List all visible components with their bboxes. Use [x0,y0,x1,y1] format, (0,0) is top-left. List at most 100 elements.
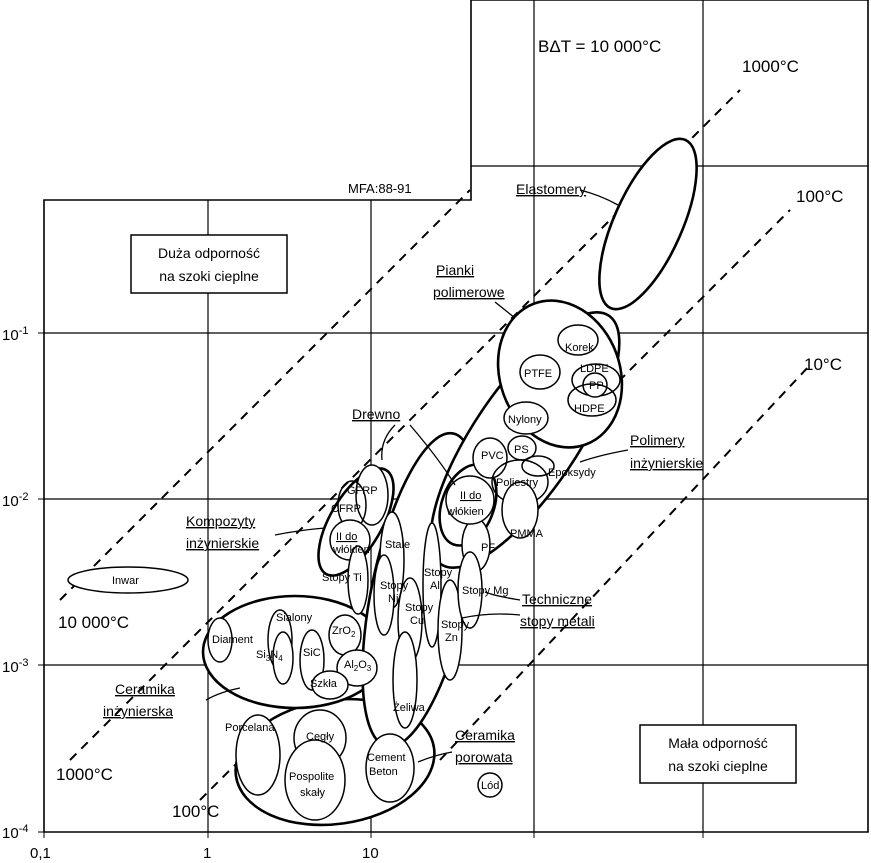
label-cfrp: CFRP [331,503,361,515]
class-callouts: Elastomery Pianki polimerowe Polimery in… [103,181,703,765]
label-poliestry: Poliestry [496,477,539,489]
bubble-inwar [67,566,189,594]
source-tag: MFA:88-91 [348,181,412,196]
label-beton: Beton [369,766,398,778]
label-stopy-mg: Stopy Mg [462,585,508,597]
label-stopy-ti: Stopy Ti [322,572,362,584]
label-zeliwa: Żeliwa [393,701,426,714]
region-box-low [639,724,797,784]
callout-polimery-2: inżynierskie [630,455,703,471]
region-label-high-1: Duża odporność [158,245,260,261]
minor-ticks [38,332,704,838]
bubble-hdpe [567,383,617,417]
label-ii-fibres-wood: II do [460,490,481,502]
guide-label-10000-left: 10 000°C [58,613,129,632]
label-korek: Korek [565,342,594,354]
label-cement: Cement [367,752,406,764]
label-stopy-al-1: Stopy [424,567,453,579]
label-stopy-cu-1: Stopy [405,602,434,614]
label-pp: PP [589,380,604,392]
guide-line-10000 [59,189,471,601]
bubble-cement-beton [365,733,415,803]
y-tick-3: 10-4 [2,823,28,842]
label-szkla: Szkła [310,678,338,690]
callout-pianki-2: polimerowe [433,284,505,300]
material-labels: Korek PTFE LDPE PP HDPE Nylony PVC PS Ep… [112,342,609,799]
bubble-stopy-ti [347,545,369,615]
x-tick-0: 0,1 [30,845,51,862]
callout-ceramika-por-1: Ceramika [455,727,515,743]
bubble-stopy-al [422,522,442,648]
label-zro2: ZrO2 [332,625,356,639]
callout-elastomery: Elastomery [516,181,586,197]
label-stopy-ni-1: Stopy [380,580,409,592]
bubble-stopy-zn [437,579,463,681]
callout-ceramika-inz-2: inżynierska [103,703,173,719]
label-stopy-al-2: Al [430,580,440,592]
region-label-low-2: na szoki cieplne [668,758,768,774]
label-pvc: PVC [481,450,504,462]
label-pospolite-1: Pospolite [289,771,334,783]
bubble-szkla [311,670,349,700]
label-gfrp: GFRP [347,485,378,497]
label-cegly: Cegły [306,731,335,743]
bubble-stopy-ni [373,554,395,636]
label-al2o3: Al2O3 [344,659,372,673]
x-tick-2: 10 [362,845,379,862]
callout-ceramika-por-2: porowata [455,749,513,765]
y-tick-1: 10-2 [2,491,28,510]
bubble-gfrp [355,464,389,526]
bubble-zeliwa [392,631,418,729]
bubble-lod [477,772,503,798]
label-diament: Diament [212,634,253,646]
guide-label-10000-top: BΔT = 10 000°C [538,37,661,56]
label-pmma: PMMA [510,528,544,540]
x-tick-labels: 0,1 1 10 [30,845,379,862]
label-lod: Lód [481,780,499,792]
callout-arrows [205,189,629,763]
label-stale: Stale [385,539,410,551]
label-hdpe: HDPE [574,403,605,415]
label-ps: PS [514,444,529,456]
callout-drewno: Drewno [352,406,400,422]
bubble-porcelana [235,714,281,796]
guide-label-100-top: 100°C [796,187,843,206]
bubble-si3n4 [272,631,294,685]
bubble-pospolite-skaly [284,739,346,821]
label-pf: PF [481,542,495,554]
label-si3n4: Si3N4 [256,649,283,663]
label-stopy-ni-2: Ni [388,593,398,605]
label-ldpe: LDPE [580,363,609,375]
callout-techniczne-2: stopy metali [520,613,595,629]
bubble-epoksydy [521,455,555,477]
region-label-low-1: Mała odporność [668,735,768,751]
label-pospolite-2: skały [300,787,326,799]
y-tick-labels: 10-1 10-2 10-3 10-4 [2,325,28,842]
callout-ceramika-inz-1: Ceramika [115,681,175,697]
label-stopy-zn-2: Zn [445,632,458,644]
label-nylony: Nylony [508,414,542,426]
label-ii-fibres-composite: II do [336,531,357,543]
label-epoksydy: Epoksydy [548,467,596,479]
callout-kompozyty-2: inżynierskie [186,535,259,551]
label-porcelana: Porcelana [225,722,275,734]
guide-label-100-bottom: 100°C [172,802,219,821]
label-stopy-zn-1: Stopy [441,619,470,631]
bubble-pmma [501,481,539,539]
bubble-ii-fibres-wood [445,475,495,525]
bubble-ptfe [519,354,561,390]
guide-label-10-top: 10°C [804,355,842,374]
y-tick-2: 10-3 [2,657,28,676]
bubble-nylony [503,401,549,435]
guide-label-1000-left: 1000°C [56,765,113,784]
label-ii-fibres-wood-2: włókien [446,506,484,518]
guide-line-10 [439,364,811,761]
bubble-al2o3 [336,649,378,687]
callout-polimery-1: Polimery [630,432,684,448]
envelope-elastomers [598,137,698,311]
region-box-high [130,234,288,294]
x-tick-1: 1 [203,845,211,862]
callout-pianki-1: Pianki [436,262,474,278]
callout-kompozyty-1: Kompozyty [186,513,255,529]
